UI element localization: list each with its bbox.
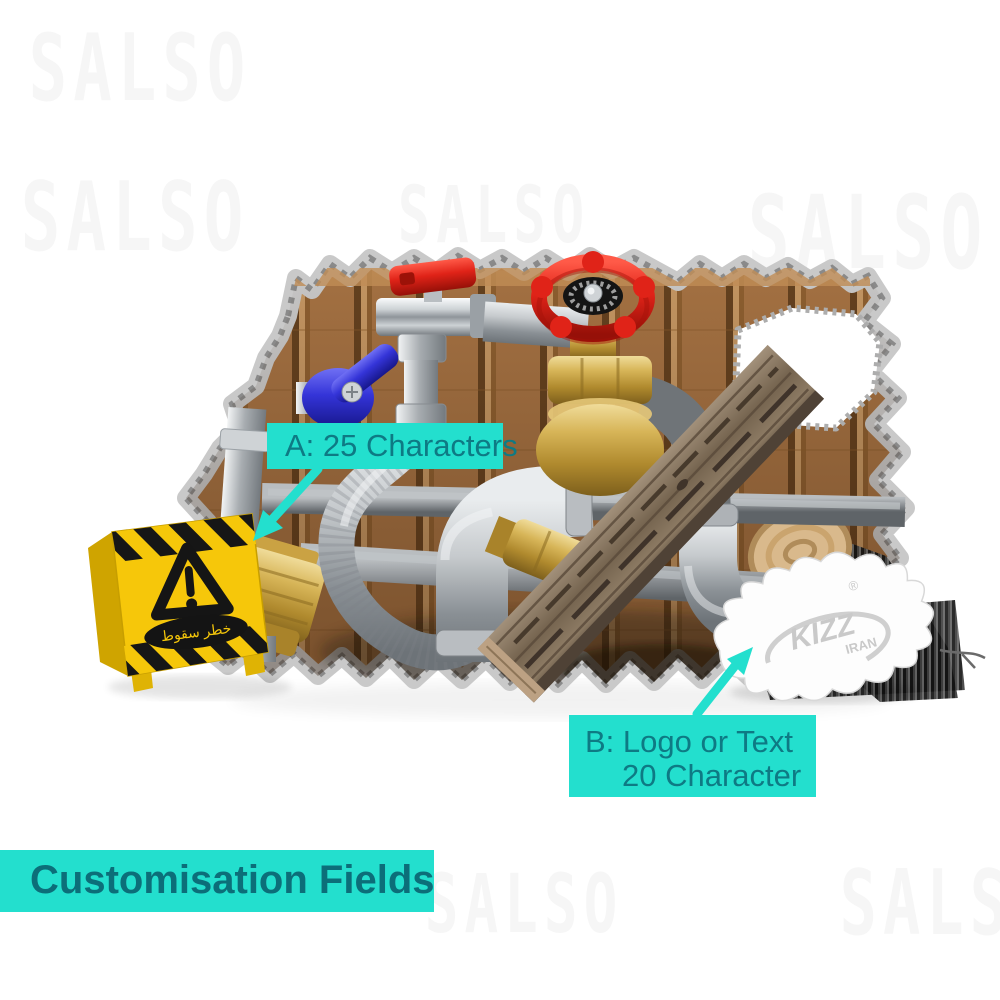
- callout-b-arrow-shaft: [692, 657, 743, 719]
- sign-text-oval: خطر سقوط: [144, 614, 248, 650]
- watermark-text: SALSO: [840, 851, 1000, 956]
- red-handwheel: [531, 251, 655, 345]
- red-handwheel-valve: [531, 251, 664, 496]
- callout-a-arrow-shaft: [263, 464, 323, 529]
- sign-side-panel: [88, 532, 128, 676]
- sign-hazard-stripe-top: [112, 514, 256, 562]
- wood-plank: [477, 344, 825, 703]
- watermark-text: SALSO: [29, 14, 252, 122]
- plate-embossing: KIZZ IRAN ®: [765, 577, 891, 664]
- callout-b-arrow-head: [727, 647, 753, 675]
- blue-lever-valve: [296, 344, 399, 428]
- warning-sign: خطر سقوط: [88, 513, 292, 699]
- red-lever-valve: [376, 257, 590, 435]
- sign-shadow: [108, 675, 292, 699]
- callout-a: A: 25 Characters: [253, 423, 518, 541]
- watermark-text: SALSO: [21, 163, 250, 274]
- watermark-text: SALSO: [398, 170, 591, 261]
- callout-a-label: A: 25 Characters: [285, 428, 518, 463]
- callout-b-label-line1: B: Logo or Text: [585, 724, 793, 759]
- brand-plate: KIZZ IRAN ®: [713, 551, 934, 703]
- callout-b-label-line2: 20 Character: [622, 758, 801, 793]
- title-banner: Customisation Fields: [0, 850, 435, 912]
- sign-warning-triangle: [150, 542, 234, 621]
- callout-b: B: Logo or Text 20 Character: [569, 647, 816, 797]
- title-banner-box: [0, 850, 434, 912]
- callout-a-box: [267, 423, 503, 469]
- wall-crack: [939, 648, 986, 669]
- title-banner-label: Customisation Fields: [30, 858, 435, 902]
- callout-a-arrow-head: [253, 510, 283, 541]
- floor-shadow: [230, 682, 890, 718]
- callout-b-box: [569, 715, 816, 797]
- plate-registered-mark: ®: [847, 577, 861, 594]
- plate-splat-shape: [713, 551, 934, 702]
- watermark-text: SALSO: [425, 857, 624, 951]
